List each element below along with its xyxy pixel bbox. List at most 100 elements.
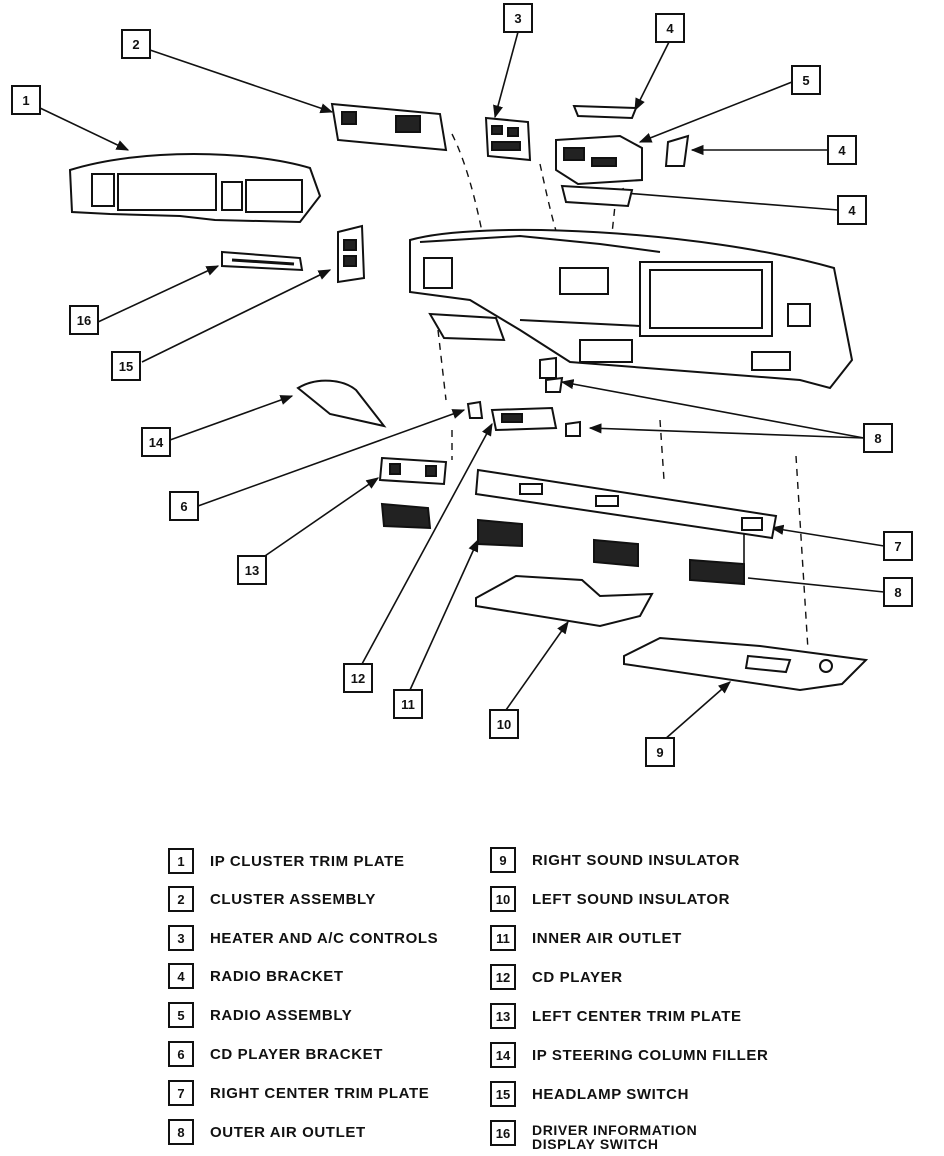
- svg-text:9: 9: [656, 745, 663, 760]
- callout-14: 14: [141, 427, 171, 457]
- outer-air-outlet-right: [689, 558, 745, 586]
- svg-text:15: 15: [119, 359, 133, 374]
- legend-label: IP STEERING COLUMN FILLER: [532, 1046, 769, 1064]
- legend-number: 10: [490, 886, 516, 912]
- callout-11: 11: [393, 689, 423, 719]
- svg-text:5: 5: [802, 73, 809, 88]
- svg-text:4: 4: [848, 203, 856, 218]
- cluster-assembly: [330, 102, 448, 152]
- svg-text:3: 3: [514, 11, 521, 26]
- legend-row: 7 RIGHT CENTER TRIM PLATE: [168, 1078, 429, 1108]
- legend-number: 6: [168, 1041, 194, 1067]
- legend-number: 5: [168, 1002, 194, 1028]
- right-center-trim-plate: [474, 468, 778, 540]
- legend-label: HEATER AND A/C CONTROLS: [210, 929, 439, 947]
- legend-label: INNER AIR OUTLET: [532, 929, 682, 947]
- legend-number: 12: [490, 964, 516, 990]
- legend-row: 15 HEADLAMP SWITCH: [490, 1079, 689, 1109]
- radio-bracket-side: [664, 134, 690, 167]
- legend-label: LEFT CENTER TRIM PLATE: [532, 1007, 742, 1025]
- callout-4-side: 4: [827, 135, 857, 165]
- left-sound-insulator: [475, 574, 654, 628]
- legend-label: CD PLAYER: [532, 968, 623, 986]
- svg-text:14: 14: [149, 435, 164, 450]
- legend-row: 13 LEFT CENTER TRIM PLATE: [490, 1001, 742, 1031]
- callout-9: 9: [645, 737, 675, 767]
- cd-player: [490, 406, 558, 432]
- legend-row: 10 LEFT SOUND INSULATOR: [490, 884, 730, 914]
- svg-text:8: 8: [894, 585, 901, 600]
- legend-label: HEADLAMP SWITCH: [532, 1085, 690, 1103]
- callout-15: 15: [111, 351, 141, 381]
- legend-label: IP CLUSTER TRIM PLATE: [210, 852, 405, 870]
- callout-boxes: 1 2 3 4 5 4 4 16 15 14 6 8 13 7 8 12 11 …: [11, 3, 913, 767]
- callout-3: 3: [503, 3, 533, 33]
- legend-row: 12 CD PLAYER: [490, 962, 623, 992]
- legend-row: 5 RADIO ASSEMBLY: [168, 1000, 352, 1030]
- legend-label: DRIVER INFORMATION DISPLAY SWITCH: [532, 1122, 698, 1152]
- callout-16: 16: [69, 305, 99, 335]
- ip-cluster-trim-plate: [68, 153, 322, 224]
- radio-bracket-top: [572, 104, 638, 120]
- right-sound-insulator: [623, 636, 869, 692]
- legend-row: 9 RIGHT SOUND INSULATOR: [490, 845, 740, 875]
- legend-number: 1: [168, 848, 194, 874]
- svg-text:10: 10: [497, 717, 511, 732]
- legend-number: 8: [168, 1119, 194, 1145]
- svg-text:16: 16: [77, 313, 91, 328]
- cd-player-bracket: [466, 400, 484, 419]
- legend-label: RIGHT SOUND INSULATOR: [532, 851, 740, 869]
- legend-label: OUTER AIR OUTLET: [210, 1123, 366, 1141]
- legend-number: 7: [168, 1080, 194, 1106]
- legend-row: 3 HEATER AND A/C CONTROLS: [168, 923, 438, 953]
- legend-label: CD PLAYER BRACKET: [210, 1045, 383, 1063]
- alignment-lines: [437, 133, 809, 651]
- legend-number: 2: [168, 886, 194, 912]
- legend-label: RADIO BRACKET: [210, 967, 344, 985]
- callout-6: 6: [169, 491, 199, 521]
- exploded-dash-diagram: 1 2 3 4 5 4 4 16 15 14 6 8 13 7 8 12 11 …: [11, 3, 913, 767]
- legend-number: 3: [168, 925, 194, 951]
- ip-steering-column-filler: [296, 379, 387, 428]
- driver-info-display-switch: [221, 250, 304, 272]
- legend-number: 16: [490, 1120, 516, 1146]
- callout-4-bottom: 4: [837, 195, 867, 225]
- callout-7: 7: [883, 531, 913, 561]
- inner-air-outlet-left: [380, 502, 432, 530]
- legend-row: 2 CLUSTER ASSEMBLY: [168, 884, 376, 914]
- legend-row: 8 OUTER AIR OUTLET: [168, 1117, 366, 1147]
- legend-label: LEFT SOUND INSULATOR: [532, 890, 731, 908]
- instrument-panel: [409, 228, 854, 390]
- legend-row: 14 IP STEERING COLUMN FILLER: [490, 1040, 768, 1070]
- callout-4-top: 4: [655, 13, 685, 43]
- svg-text:1: 1: [22, 93, 29, 108]
- legend-row: 1 IP CLUSTER TRIM PLATE: [168, 846, 405, 876]
- legend-number: 13: [490, 1003, 516, 1029]
- inner-air-outlet-right: [593, 538, 639, 568]
- inner-air-outlet: [477, 518, 523, 548]
- radio-assembly: [555, 134, 643, 186]
- svg-text:2: 2: [132, 37, 139, 52]
- callout-10: 10: [489, 709, 519, 739]
- leader-lines: [39, 31, 885, 741]
- legend-row: 4 RADIO BRACKET: [168, 961, 344, 991]
- svg-text:4: 4: [838, 143, 846, 158]
- legend-label: RADIO ASSEMBLY: [210, 1006, 353, 1024]
- svg-text:8: 8: [874, 431, 881, 446]
- left-center-trim-plate: [378, 456, 448, 486]
- legend-number: 14: [490, 1042, 516, 1068]
- legend-label: CLUSTER ASSEMBLY: [210, 890, 377, 908]
- legend-row: 11 INNER AIR OUTLET: [490, 923, 682, 953]
- svg-text:13: 13: [245, 563, 259, 578]
- callout-12: 12: [343, 663, 373, 693]
- callout-5: 5: [791, 65, 821, 95]
- headlamp-switch: [337, 224, 366, 284]
- svg-text:11: 11: [401, 697, 415, 712]
- callout-1: 1: [11, 85, 41, 115]
- legend-number: 15: [490, 1081, 516, 1107]
- heater-ac-controls: [484, 116, 532, 162]
- legend-number: 11: [490, 925, 516, 951]
- legend-label: RIGHT CENTER TRIM PLATE: [210, 1084, 430, 1102]
- legend-number: 9: [490, 847, 516, 873]
- outer-air-outlet-small: [539, 356, 581, 437]
